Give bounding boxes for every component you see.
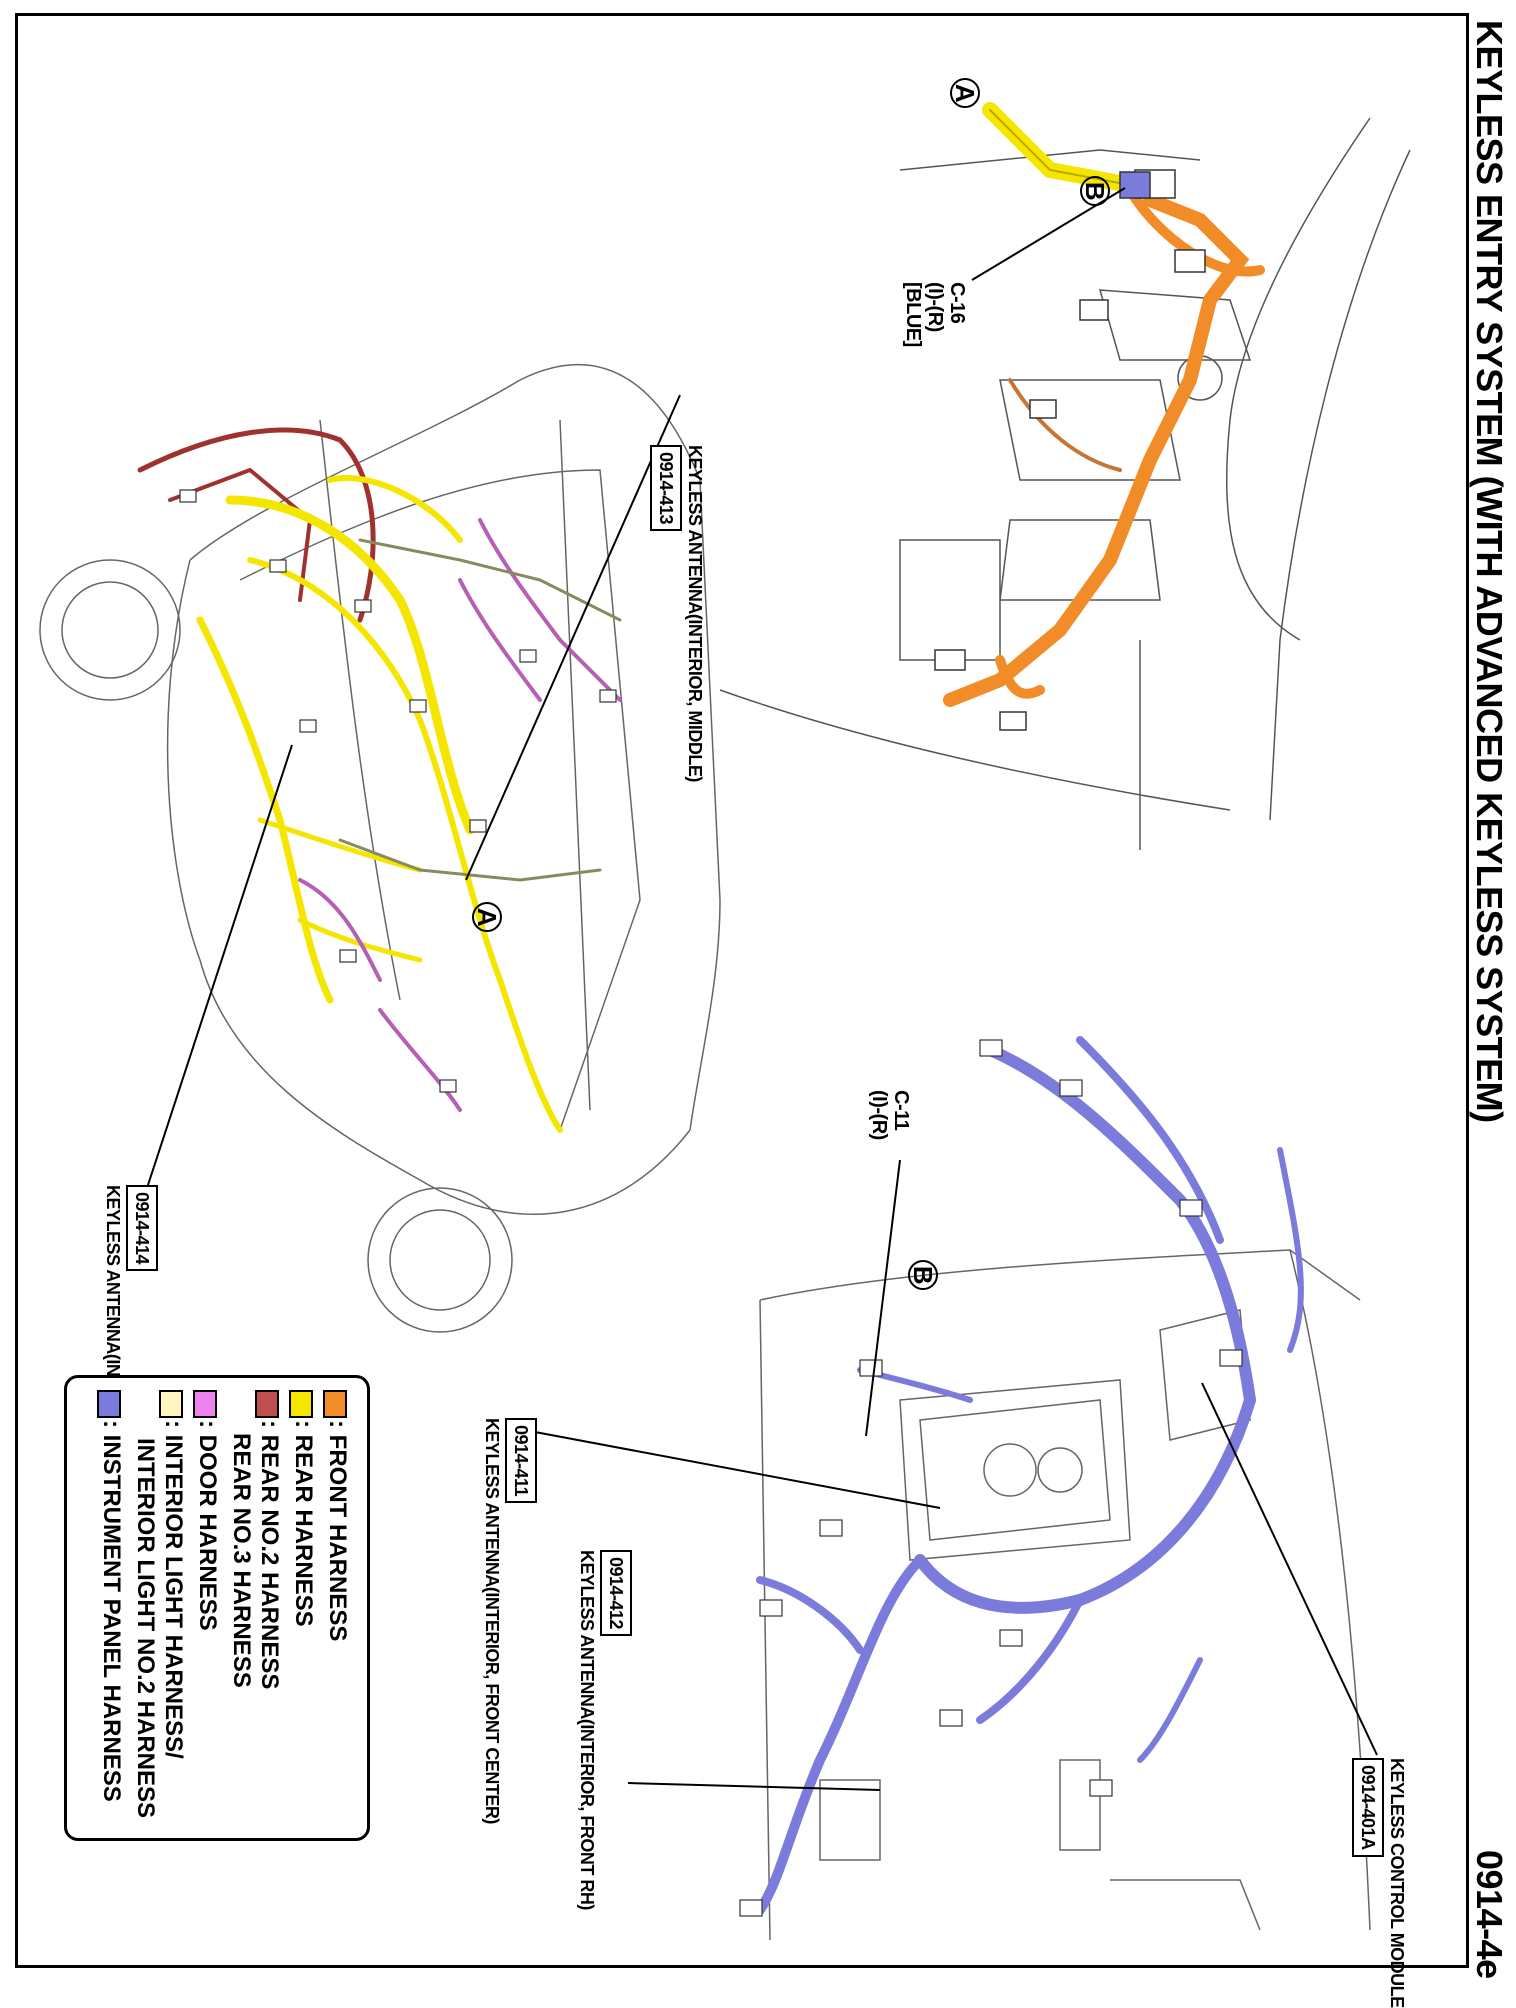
- c16-id: C-16: [946, 282, 968, 324]
- antenna-front-rh-name: KEYLESS ANTENNA(INTERIOR, FRONT RH): [577, 1550, 597, 1910]
- ref-marker-a-car: A: [472, 902, 502, 932]
- car-body-view: [39, 364, 721, 1333]
- ref-marker-b-ip: B: [908, 1260, 938, 1290]
- ref-a-label: A: [472, 907, 502, 927]
- c11-pos: (I)-(R): [868, 1090, 890, 1140]
- car-harness-wires: [137, 427, 622, 1133]
- instrument-panel-connectors: [739, 1039, 1243, 1917]
- instrument-panel-view: [759, 1249, 1371, 1941]
- ref-b-label: B: [1080, 181, 1110, 201]
- leader-lines: [147, 187, 1378, 1791]
- c11-id: C-11: [890, 1090, 912, 1131]
- control-module-code: 0914-401A: [1352, 1758, 1384, 1857]
- harness-legend: : FRONT HARNESS : REAR HARNESS : REAR NO…: [64, 1375, 370, 1841]
- legend-swatch-rear-no2: [255, 1390, 279, 1418]
- legend-label-rear-no2: : REAR NO.2 HARNESS: [256, 1420, 283, 1690]
- part-antenna-front-center: 0914-411 KEYLESS ANTENNA(INTERIOR, FRONT…: [479, 1418, 537, 1824]
- legend-swatch-front: [323, 1390, 347, 1418]
- instrument-panel-wires: [755, 1036, 1304, 1915]
- legend-label-rear: : REAR HARNESS: [290, 1420, 317, 1627]
- connector-c11-label: C-11 (I)-(R): [868, 1090, 912, 1140]
- front-harness-view: [719, 117, 1411, 850]
- car-harness-connectors: [179, 489, 617, 1093]
- antenna-front-center-name: KEYLESS ANTENNA(INTERIOR, FRONT CENTER): [482, 1418, 502, 1824]
- legend-label-rear-no3: REAR NO.3 HARNESS: [228, 1433, 255, 1688]
- control-module-name: KEYLESS CONTROL MODULE: [1387, 1758, 1407, 2008]
- part-antenna-middle: KEYLESS ANTENNA(INTERIOR, MIDDLE) 0914-4…: [650, 445, 708, 782]
- legend-swatch-instrument-panel: [97, 1390, 121, 1418]
- antenna-middle-code: 0914-413: [650, 445, 682, 532]
- page-code: 0914-4e: [1469, 1850, 1510, 1979]
- legend-label-interior-light: : INTERIOR LIGHT HARNESS/: [160, 1420, 187, 1759]
- part-antenna-front-rh: 0914-412 KEYLESS ANTENNA(INTERIOR, FRONT…: [574, 1550, 632, 1910]
- connector-c16-label: C-16 (I)-(R) [BLUE]: [902, 282, 968, 347]
- antenna-front-rh-code: 0914-412: [600, 1550, 632, 1637]
- antenna-front-center-code: 0914-411: [505, 1418, 537, 1504]
- ref-marker-a-front: A: [950, 78, 980, 108]
- legend-swatch-door: [193, 1390, 217, 1418]
- ref-marker-b-front: B: [1080, 176, 1110, 206]
- ref-b-label: B: [908, 1265, 938, 1285]
- front-harness-connectors: [934, 169, 1206, 731]
- c16-color: [BLUE]: [902, 282, 924, 347]
- antenna-middle-name: KEYLESS ANTENNA(INTERIOR, MIDDLE): [685, 445, 705, 782]
- part-control-module: KEYLESS CONTROL MODULE 0914-401A: [1352, 1758, 1410, 2008]
- legend-swatch-interior-light: [159, 1390, 183, 1418]
- page-title: KEYLESS ENTRY SYSTEM (WITH ADVANCED KEYL…: [1469, 20, 1510, 1123]
- c16-pos: (I)-(R): [924, 282, 946, 332]
- drawing-frame: [15, 13, 1469, 1968]
- legend-label-door: : DOOR HARNESS: [194, 1420, 221, 1631]
- antenna-rear-code: 0914-414: [126, 1185, 158, 1272]
- ref-a-label: A: [950, 83, 980, 103]
- front-harness-wires: [943, 102, 1265, 707]
- legend-swatch-rear: [289, 1390, 313, 1418]
- legend-label-front: : FRONT HARNESS: [324, 1420, 351, 1642]
- legend-label-interior-light-no2: INTERIOR LIGHT NO.2 HARNESS: [132, 1438, 159, 1819]
- legend-label-instrument-panel: : INSTRUMENT PANEL HARNESS: [98, 1420, 125, 1802]
